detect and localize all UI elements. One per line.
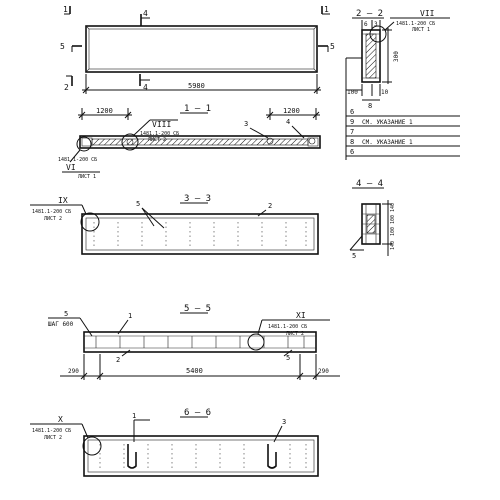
section-5-5-dim-left: 290	[68, 368, 79, 375]
section-6-6-pos-1: 1	[132, 412, 136, 420]
section-1-1-pos-4: 4	[286, 118, 290, 126]
cut-mark-5-left: 5	[60, 42, 65, 51]
ref-vi-sheet: ЛИСТ 1	[78, 174, 96, 180]
slab-section-3-3	[81, 213, 319, 255]
layer-1-num: 6	[350, 108, 354, 116]
section-2-2-dim-6: 6	[364, 21, 368, 28]
section-1-1-pos-3: 3	[244, 120, 248, 128]
section-5-5-ribs	[95, 336, 305, 348]
slab-section-2-2	[361, 29, 381, 83]
section-1-1-dim-right: 1200	[283, 107, 300, 115]
layer-4-text: СМ. УКАЗАНИЕ 1	[362, 139, 413, 146]
section-2-2-dim-100: 100	[347, 89, 358, 96]
callout-xi: XI	[296, 311, 306, 320]
section-4-4: 4 — 4 140 100 100 140 5	[349, 179, 396, 260]
slab-section-6-6	[83, 435, 319, 477]
cut-mark-5-right: 5	[330, 42, 335, 51]
layer-5-num: 6	[350, 148, 354, 156]
section-2-2-dim-8: 8	[368, 102, 372, 110]
ref-x-sheet: ЛИСТ 2	[44, 435, 62, 441]
section-3-3-title: 3 — 3	[184, 194, 211, 204]
section-2-2-title: 2 — 2	[356, 9, 383, 19]
cut-mark-4-bottom: 4	[143, 83, 148, 92]
section-5-5-pos-2: 2	[116, 356, 120, 364]
slab-plan-outline	[85, 25, 318, 73]
section-6-6: 6 — 6 X 1481.1-200 СБ ЛИСТ 2 1 3	[30, 408, 319, 477]
ref-xi: 1481.1-200 СБ	[268, 324, 307, 330]
section-5-5-title: 5 — 5	[184, 304, 211, 314]
step-label: ШАГ 600	[48, 321, 74, 328]
section-2-2-dim-h: 300	[393, 51, 400, 62]
section-5-5-pos-5b: 5	[286, 354, 290, 362]
ref-xi-sheet: ЛИСТ 2	[286, 331, 304, 337]
section-2-2-dim-3: 3	[374, 21, 378, 28]
section-5-5-dim-right: 290	[318, 368, 329, 375]
ref-vi: 1481.1-200 СБ	[58, 157, 97, 163]
section-4-4-dim-c: 100	[390, 227, 396, 236]
callout-x: X	[58, 415, 63, 424]
cut-mark-4-top: 4	[143, 9, 148, 18]
section-4-4-dim-d: 140	[390, 241, 396, 250]
section-4-4-pos-5: 5	[352, 252, 356, 260]
section-3-3-dashes	[93, 222, 307, 246]
section-5-5-pos-5: 5	[64, 310, 68, 318]
section-3-3: 3 — 3 IX 1481.1-200 СБ ЛИСТ 2 5 2	[30, 194, 319, 255]
section-1-1: 1 — 1 1200 1200 VIII 1481.1-200 СБ ЛИСТ	[58, 104, 321, 180]
section-5-5-dim-mid: 5400	[186, 367, 203, 375]
section-5-5-pos-1: 1	[128, 312, 132, 320]
section-4-4-dim-a: 140	[390, 203, 396, 212]
plan-view: 1 4 1 5 5 2 4 5980	[60, 5, 335, 94]
ref-ix: 1481.1-200 СБ	[32, 209, 71, 215]
section-2-2: 2 — 2 VII 1481.1-200 СБ ЛИСТ 1 6 3 300 1…	[345, 9, 460, 160]
callout-vii: VII	[420, 9, 435, 18]
detail-circle-vi	[76, 136, 92, 152]
callout-vi: VI	[66, 163, 76, 172]
layer-2-num: 9	[350, 118, 354, 126]
section-3-3-pos-2: 2	[268, 202, 272, 210]
ref-vii-sheet: ЛИСТ 1	[412, 27, 430, 33]
section-6-6-title: 6 — 6	[184, 408, 211, 418]
section-3-3-pos-5: 5	[136, 200, 140, 208]
ref-x: 1481.1-200 СБ	[32, 428, 71, 434]
detail-circle-viii	[121, 133, 139, 151]
section-4-4-dim-b: 100	[390, 215, 396, 224]
cut-mark-1-left: 1	[63, 5, 68, 14]
plan-length-dim: 5980	[188, 82, 205, 90]
section-6-6-pos-3: 3	[282, 418, 286, 426]
cut-mark-1-right: 1	[324, 5, 329, 14]
lifting-loop-right	[267, 444, 277, 469]
section-4-4-title: 4 — 4	[356, 179, 383, 189]
cut-mark-2-bottom: 2	[64, 83, 69, 92]
callout-ix: IX	[58, 196, 68, 205]
layer-4-num: 8	[350, 138, 354, 146]
ref-vii: 1481.1-200 СБ	[396, 21, 435, 27]
section-1-1-title: 1 — 1	[184, 104, 211, 114]
ref-ix-sheet: ЛИСТ 2	[44, 216, 62, 222]
slab-section-5-5	[83, 331, 317, 353]
layer-2-text: СМ. УКАЗАНИЕ 1	[362, 119, 413, 126]
layer-3-num: 7	[350, 128, 354, 136]
callout-viii: VIII	[152, 120, 171, 129]
section-2-2-dim-10: 10	[381, 89, 389, 96]
ref-viii: 1481.1-200 СБ	[140, 131, 179, 137]
lifting-loop-left	[127, 444, 137, 469]
section-1-1-dim-left: 1200	[96, 107, 113, 115]
slab-section-1-1	[79, 135, 321, 149]
section-5-5: 5 — 5 5 ШАГ 600 1 XI 1481.1-200 СБ ЛИСТ …	[48, 304, 340, 380]
ref-viii-sheet: ЛИСТ 2	[148, 137, 166, 143]
